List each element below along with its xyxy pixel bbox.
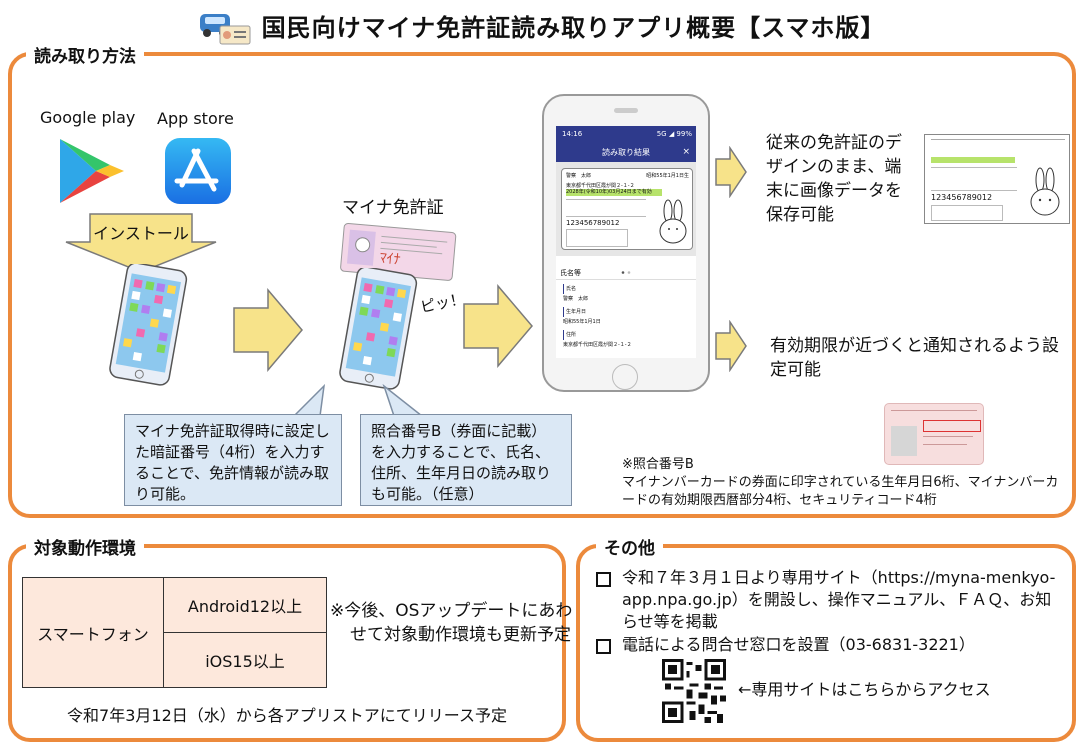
flow-arrow-4 bbox=[714, 319, 748, 376]
license-expiry-bar bbox=[931, 157, 1015, 163]
flow-arrow-3 bbox=[714, 145, 748, 202]
app-header-title: 読み取り結果 bbox=[602, 148, 650, 157]
rabbit-mascot-icon bbox=[658, 199, 688, 249]
my-number-card-image bbox=[884, 403, 984, 465]
name-field-value: 警察 太郎 bbox=[563, 296, 589, 302]
app-header-bar: 14:16 5G ◢ 99% 読み取り結果 × bbox=[556, 126, 696, 162]
other-panel bbox=[576, 544, 1076, 742]
license-grid bbox=[931, 205, 1003, 221]
other-bullet-phone: 電話による問合せ窓口を設置（03-6831-3221） bbox=[594, 634, 1060, 656]
page-title: 国民向けマイナ免許証読み取りアプリ概要【スマホ版】 bbox=[0, 6, 1083, 52]
pin-input-callout: マイナ免許証取得時に設定した暗証番号（4桁）を入力することで、免許情報が読み取り… bbox=[124, 414, 342, 506]
flow-arrow-2 bbox=[462, 283, 534, 372]
card-dob: 昭和55年1月1日生 bbox=[646, 173, 689, 179]
google-play-icon[interactable] bbox=[56, 137, 126, 209]
card-number: 123456789012 bbox=[566, 219, 620, 227]
reading-panel bbox=[8, 52, 1076, 518]
traditional-license-image: 123456789012 bbox=[924, 134, 1070, 224]
status-icons: 5G ◢ 99% bbox=[656, 130, 692, 138]
card-expiry: 2028年(令和10年)03月24日まで有効 bbox=[566, 189, 662, 196]
install-arrow: インストール bbox=[62, 212, 220, 274]
myna-license-card-image: ﾏｲﾅ bbox=[336, 222, 462, 290]
card-line-2 bbox=[923, 436, 973, 437]
verification-callout: 照合番号B（券面に記載）を入力することで、氏名、住所、生年月日の読み取りも可能。… bbox=[360, 414, 572, 506]
env-update-note: ※今後、OSアップデートにあわせて対象動作環境も更新予定 bbox=[330, 601, 573, 645]
title-text: 国民向けマイナ免許証読み取りアプリ概要【スマホ版】 bbox=[261, 14, 886, 42]
card-line-3 bbox=[923, 444, 967, 445]
myna-license-label: マイナ免許証 bbox=[342, 198, 444, 218]
flow-arrow-1 bbox=[232, 287, 304, 376]
env-table: スマートフォン Android12以上 iOS15以上 bbox=[22, 577, 327, 688]
card-name: 警察 太郎 bbox=[566, 173, 592, 179]
env-panel bbox=[8, 544, 566, 742]
note-title: ※照合番号B bbox=[622, 457, 694, 472]
qr-code-icon[interactable] bbox=[662, 659, 726, 727]
expiry-notice-description: 有効期限が近づくと通知されるよう設定可能 bbox=[770, 336, 1059, 380]
section-name-header: 氏名等 bbox=[560, 269, 581, 277]
other-panel-label: その他 bbox=[596, 534, 663, 559]
license-rabbit-icon bbox=[1029, 167, 1061, 221]
other-bullet-site: 令和７年３月１日より専用サイト（https://myna-menkyo-app.… bbox=[594, 567, 1060, 633]
svg-text:ﾏｲﾅ: ﾏｲﾅ bbox=[379, 250, 401, 268]
smartphone-icon bbox=[100, 262, 196, 390]
image-save-description: 従来の免許証のデザインのまま、端末に画像データを保存可能 bbox=[766, 133, 902, 225]
license-line-1 bbox=[931, 139, 1065, 142]
license-number: 123456789012 bbox=[931, 193, 993, 202]
card-highlight-box bbox=[923, 420, 981, 432]
smartphone-reading-icon bbox=[330, 266, 426, 394]
card-conditions bbox=[566, 199, 646, 217]
phone-speaker bbox=[614, 108, 638, 113]
env-panel-label: 対象動作環境 bbox=[26, 534, 144, 559]
status-time: 14:16 bbox=[562, 130, 583, 138]
license-card-area: 警察 太郎 昭和55年1月1日生 東京都千代田区霞が関２-１-２ 2028年(令… bbox=[556, 162, 696, 256]
section-divider bbox=[556, 279, 696, 280]
car-license-icon bbox=[198, 6, 254, 52]
note-body: マイナンバーカードの券面に印字されている生年月日6桁、マイナンバーカードの有効期… bbox=[622, 475, 1059, 508]
bullet-square-icon bbox=[596, 639, 611, 654]
qr-caption: ←専用サイトはこちらからアクセス bbox=[738, 680, 991, 699]
google-play-label: Google play bbox=[40, 108, 136, 127]
address-field-value: 東京都千代田区霞が関２-１-２ bbox=[563, 342, 632, 348]
other-bullet-site-text: 令和７年３月１日より専用サイト（https://myna-menkyo-app.… bbox=[622, 568, 1056, 631]
other-bullet-phone-text: 電話による問合せ窓口を設置（03-6831-3221） bbox=[622, 635, 975, 654]
dob-field-label: 生年月日 bbox=[563, 307, 586, 317]
install-label: インストール bbox=[93, 224, 189, 243]
license-card-preview: 警察 太郎 昭和55年1月1日生 東京都千代田区霞が関２-１-２ 2028年(令… bbox=[561, 168, 693, 250]
card-address: 東京都千代田区霞が関２-１-２ bbox=[566, 183, 635, 189]
app-store-icon[interactable] bbox=[164, 137, 232, 209]
dob-field-value: 昭和55年1月1日 bbox=[563, 319, 601, 325]
card-line-1 bbox=[891, 410, 977, 411]
env-android-cell: Android12以上 bbox=[163, 577, 327, 633]
card-category-grid bbox=[566, 229, 628, 247]
card-photo bbox=[891, 426, 917, 456]
env-ios-cell: iOS15以上 bbox=[163, 632, 327, 688]
address-field-label: 住所 bbox=[563, 330, 576, 340]
page-indicator bbox=[620, 259, 632, 274]
license-conditions bbox=[931, 167, 1017, 191]
env-device-cell: スマートフォン bbox=[22, 577, 164, 688]
app-screen: 14:16 5G ◢ 99% 読み取り結果 × 警察 太郎 昭和55年1月1日生… bbox=[556, 126, 696, 358]
bullet-square-icon bbox=[596, 572, 611, 587]
name-field-label: 氏名 bbox=[563, 284, 576, 294]
close-icon[interactable]: × bbox=[682, 147, 690, 157]
release-date: 令和7年3月12日（水）から各アプリストアにてリリース予定 bbox=[67, 706, 507, 725]
app-phone-frame: 14:16 5G ◢ 99% 読み取り結果 × 警察 太郎 昭和55年1月1日生… bbox=[542, 94, 710, 392]
app-store-label: App store bbox=[157, 109, 234, 128]
home-button[interactable] bbox=[612, 364, 638, 390]
reading-panel-label: 読み取り方法 bbox=[26, 42, 144, 67]
